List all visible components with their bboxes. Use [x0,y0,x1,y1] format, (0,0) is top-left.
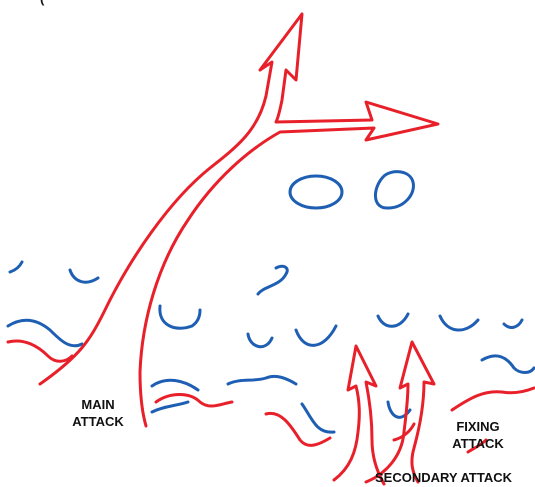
enemy-position-icon [296,326,336,345]
main-attack-label: MAIN ATTACK [58,396,138,430]
enemy-position-icon [440,316,478,330]
fixing-attack-label-line1: FIXING [438,418,518,435]
enemy-position-icon [258,266,287,294]
enemy-position-icon [228,376,296,384]
enemy-position-icon [152,402,188,412]
secondary-attack-label: SECONDARY ATTACK [352,469,535,486]
terrain-line [156,395,232,407]
enemy-position-icon [378,314,408,326]
enemy-position-icon [248,334,272,347]
arrow-icon [40,14,438,426]
enemy-position-icon [302,404,334,432]
main-attack-label-line1: MAIN [58,396,138,413]
enemy-position-icon [504,320,522,327]
enemy-position-icon [152,380,198,390]
arrow-icon [366,342,434,482]
arrow-icon [334,346,384,484]
enemy-positions [8,172,534,433]
enemy-position-icon [10,262,22,272]
fixing-attack-label-line2: ATTACK [438,435,518,452]
enemy-position-icon [160,306,200,328]
main-attack-label-line2: ATTACK [58,413,138,430]
enemy-position-icon [482,356,534,373]
terrain-line [452,388,534,410]
terrain-line [8,341,72,361]
enemy-position-icon [70,270,98,282]
enemy-position-icon [290,176,342,208]
enemy-position-icon [375,172,413,208]
fixing-attack-label: FIXING ATTACK [438,418,518,452]
